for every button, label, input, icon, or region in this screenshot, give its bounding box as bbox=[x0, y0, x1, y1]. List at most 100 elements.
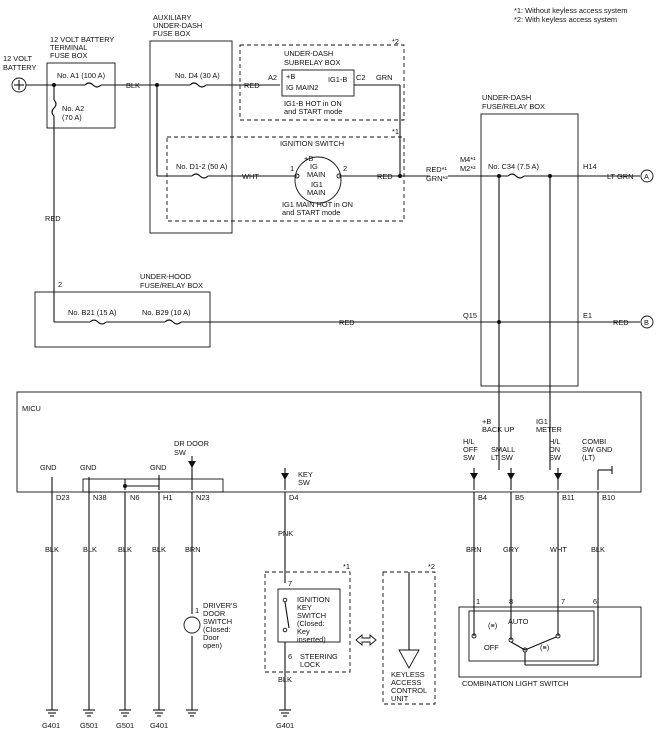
door-sw-pin: 1 bbox=[195, 606, 199, 615]
fuse-c34-label: No. C34 (7.5 A) bbox=[488, 162, 539, 171]
pin-d4: D4 bbox=[289, 493, 298, 502]
door-sw-6: open) bbox=[203, 641, 222, 650]
pin-n38: N38 bbox=[93, 493, 107, 502]
combination-switch-box bbox=[458, 606, 642, 678]
micu-drdoor-1: DR DOOR bbox=[174, 439, 209, 448]
ign-pin-1: 1 bbox=[290, 164, 294, 173]
wire-label-redgrn-1: RED*¹ bbox=[426, 165, 447, 174]
micu-combi-3: (LT) bbox=[582, 453, 595, 462]
pin-b10: B10 bbox=[602, 493, 615, 502]
battery-label-2: BATTERY bbox=[3, 63, 36, 72]
micu-hloff-2: OFF bbox=[463, 445, 478, 454]
combo-headlight-icon-1: (≡) bbox=[488, 621, 497, 630]
ignition-switch-icon bbox=[294, 156, 342, 204]
ign-main2: MAIN bbox=[307, 188, 325, 197]
door-sw-5: Door bbox=[203, 633, 220, 642]
fuse-d4-label: No. D4 (30 A) bbox=[175, 71, 220, 80]
ground-label-2: G501 bbox=[80, 721, 98, 730]
pin-n6: N6 bbox=[130, 493, 139, 502]
fuse-b29-icon bbox=[164, 319, 182, 325]
wire-label-grn: GRN bbox=[376, 73, 392, 82]
connector-a bbox=[640, 169, 654, 183]
keyless-2: ACCESS bbox=[391, 678, 421, 687]
wire-bottom-9: WHT bbox=[550, 545, 567, 554]
fuse-a1-label: No. A1 (100 A) bbox=[57, 71, 105, 80]
wire-label-red-h: RED bbox=[339, 318, 355, 327]
micu-keysw-2: SW bbox=[298, 478, 310, 487]
micu-backup-2: BACK UP bbox=[482, 425, 515, 434]
micu-hlon-2: ON bbox=[549, 445, 560, 454]
wire-bottom-1: BLK bbox=[45, 545, 59, 554]
combo-off: OFF bbox=[484, 643, 499, 652]
udash-h14: H14 bbox=[583, 162, 597, 171]
ground-label-5: G401 bbox=[276, 721, 294, 730]
ign-note-1: IG1 MAIN HOT in ON bbox=[282, 200, 353, 209]
combo-rotary-icon bbox=[471, 633, 598, 666]
subrelay-box bbox=[281, 69, 355, 97]
ground-icon bbox=[119, 709, 131, 717]
key-sw-2: KEY bbox=[297, 603, 312, 612]
door-sw-3: SWITCH bbox=[203, 617, 232, 626]
micu-gnd-2: GND bbox=[80, 463, 96, 472]
wire-label-wht: WHT bbox=[242, 172, 259, 181]
wire-bottom-7: BRN bbox=[466, 545, 482, 554]
underhood-fuse-box bbox=[34, 291, 211, 348]
combo-headlight-icon-2: (≡) bbox=[540, 643, 549, 652]
micu-combi-2: SW GND bbox=[582, 445, 612, 454]
key-sw-icon bbox=[281, 468, 289, 490]
ign-ig: IG bbox=[310, 162, 318, 171]
micu-small-1: SMALL bbox=[491, 445, 515, 454]
pin-b5: B5 bbox=[515, 493, 524, 502]
udash-title-2: FUSE/RELAY BOX bbox=[482, 102, 545, 111]
key-switch-contact-icon bbox=[282, 597, 290, 633]
combo-pin-8: 8 bbox=[509, 597, 513, 606]
connector-a-label: A bbox=[644, 172, 649, 181]
wire-bottom-5: BRN bbox=[185, 545, 201, 554]
pin-b4: B4 bbox=[478, 493, 487, 502]
key-pin-6: 6 bbox=[288, 652, 292, 661]
key-sw-4: (Closed: bbox=[297, 619, 325, 628]
wire-label-blk: BLK bbox=[126, 81, 140, 90]
door-switch-icon bbox=[183, 616, 201, 634]
combo-title: COMBINATION LIGHT SWITCH bbox=[462, 679, 568, 688]
fuse-c34-icon bbox=[507, 173, 525, 179]
micu-hloff-1: H/L bbox=[463, 437, 475, 446]
subrelay-note-2: and START mode bbox=[284, 107, 342, 116]
wire-label-ltgrn: LT GRN bbox=[607, 172, 633, 181]
udash-e1: E1 bbox=[583, 311, 592, 320]
wire-bottom-8: GRY bbox=[503, 545, 519, 554]
terminal-box-title-2: TERMINAL bbox=[50, 43, 87, 52]
subrelay-star: *2 bbox=[392, 37, 399, 46]
udash-title-1: UNDER-DASH bbox=[482, 93, 531, 102]
micu-gnd-3: GND bbox=[150, 463, 166, 472]
key-sw-7: STEERING bbox=[300, 652, 338, 661]
ground-icon bbox=[153, 709, 165, 717]
key-star: *1 bbox=[343, 562, 350, 571]
ign-note-2: and START mode bbox=[282, 208, 340, 217]
hood-title-2: FUSE/RELAY BOX bbox=[140, 281, 203, 290]
hood-pin-2: 2 bbox=[58, 280, 62, 289]
connector-b-label: B bbox=[644, 318, 649, 327]
ground-icon bbox=[186, 709, 198, 717]
micu-hlon-3: SW bbox=[549, 453, 561, 462]
pin-h1: H1 bbox=[163, 493, 172, 502]
subrelay-title-1: UNDER-DASH bbox=[284, 49, 333, 58]
aux-box-title-1: AUXILIARY bbox=[153, 13, 192, 22]
wire-bottom-6: PNK bbox=[278, 529, 293, 538]
key-sw-wire: BLK bbox=[278, 675, 292, 684]
fuse-a1-icon bbox=[84, 82, 102, 88]
ign-main: MAIN bbox=[307, 170, 325, 179]
terminal-fuse-box bbox=[46, 62, 116, 129]
ground-label-4: G401 bbox=[150, 721, 168, 730]
wire-label-red-1: RED bbox=[244, 81, 260, 90]
pin-n23: N23 bbox=[196, 493, 210, 502]
wire-bottom-10: BLK bbox=[591, 545, 605, 554]
combo-pin-1: 1 bbox=[476, 597, 480, 606]
note-1: *1: Without keyless access system bbox=[514, 6, 627, 15]
wire-label-red-b: RED bbox=[613, 318, 629, 327]
micu-box bbox=[16, 391, 642, 493]
door-sw-2: DOOR bbox=[203, 609, 225, 618]
underdash-fuse-box bbox=[480, 113, 579, 387]
pin-b11: B11 bbox=[562, 493, 575, 502]
wire-label-red-v: RED bbox=[45, 214, 61, 223]
